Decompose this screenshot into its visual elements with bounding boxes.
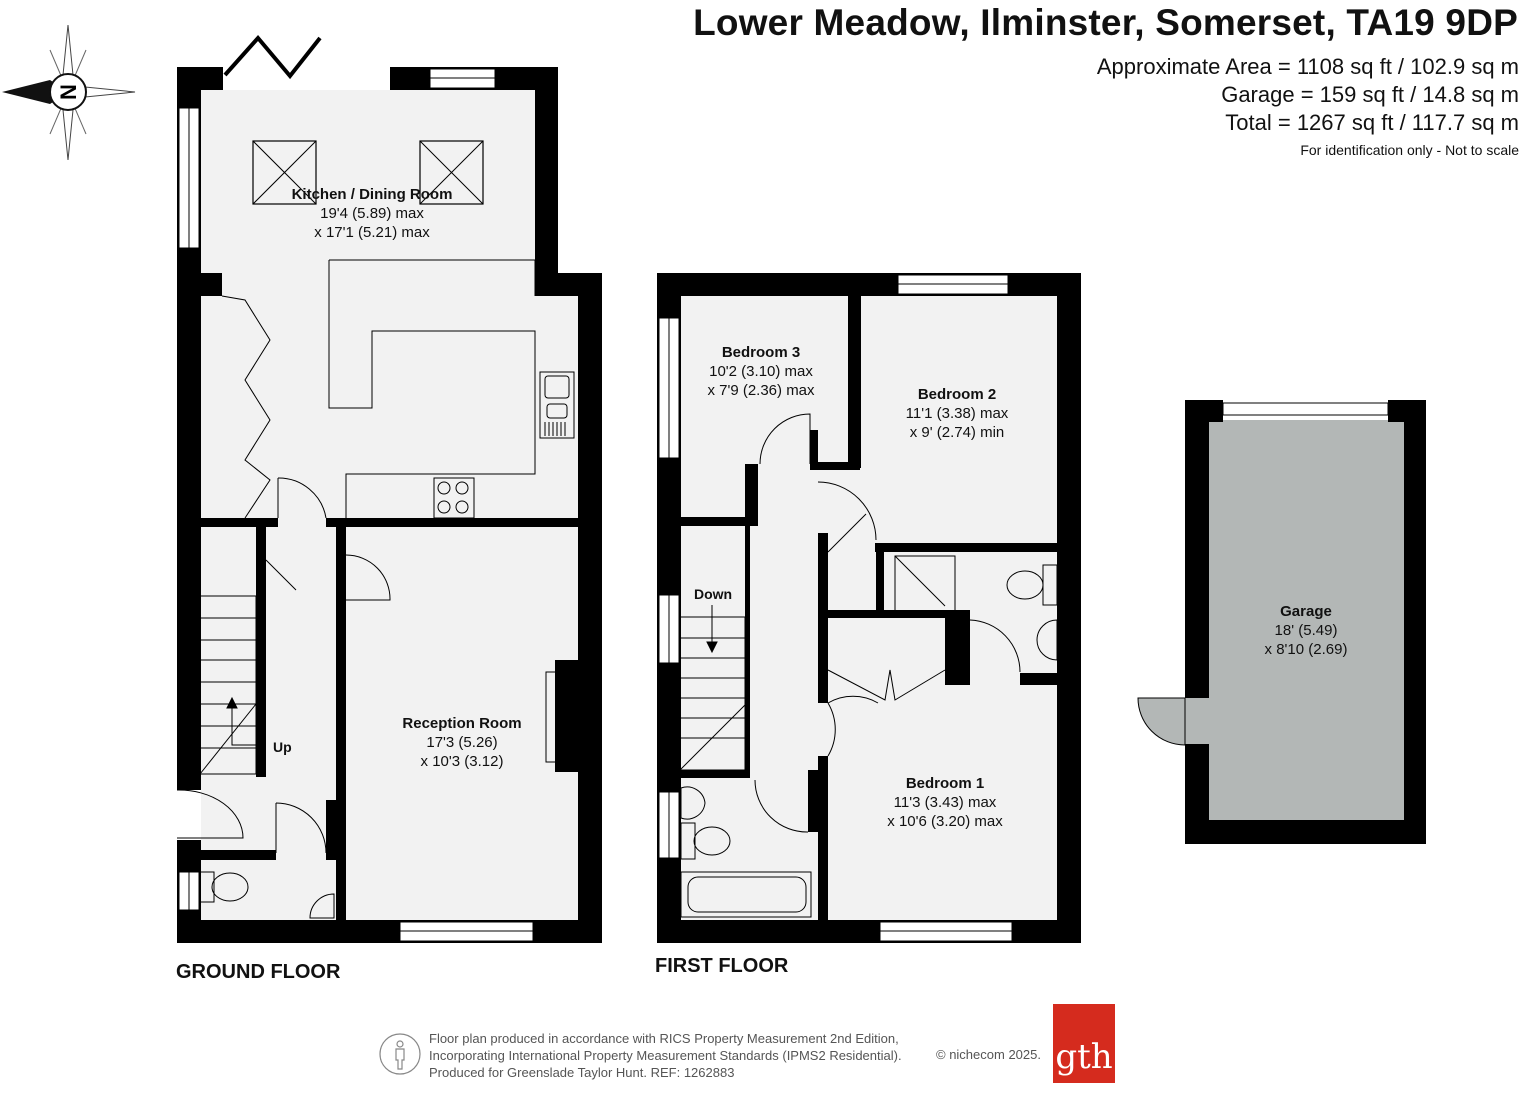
page-title: Lower Meadow, Ilminster, Somerset, TA19 … <box>693 2 1518 43</box>
room-dimension: 11'1 (3.38) max <box>905 405 1009 422</box>
footer-notes: Floor plan produced in accordance with R… <box>429 1030 902 1081</box>
stairs-down-label: Down <box>694 586 733 602</box>
room-dimension: x 10'6 (3.20) max <box>887 813 1003 830</box>
ground-floor-label: GROUND FLOOR <box>176 961 341 983</box>
room-dimension: x 7'9 (2.36) max <box>707 382 815 399</box>
compass-north-letter: N <box>56 84 81 100</box>
room-dimension: x 8'10 (2.69) <box>1264 641 1348 658</box>
room-reception: Reception Room 17'3 (5.26) x 10'3 (3.12) <box>372 714 552 771</box>
footer-line: Produced for Greenslade Taylor Hunt. REF… <box>429 1065 735 1080</box>
person-icon <box>379 1033 421 1075</box>
room-dimension: x 9' (2.74) min <box>909 424 1005 441</box>
room-dimension: x 10'3 (3.12) <box>420 753 504 770</box>
room-name: Garage <box>1280 603 1332 620</box>
room-dimension: 10'2 (3.10) max <box>709 363 813 380</box>
room-bedroom-2: Bedroom 2 11'1 (3.38) max x 9' (2.74) mi… <box>882 385 1032 442</box>
room-dimension: 11'3 (3.43) max <box>893 794 997 811</box>
room-name: Kitchen / Dining Room <box>291 186 453 203</box>
gth-logo: gth <box>1053 1004 1115 1083</box>
room-name: Bedroom 3 <box>721 344 801 361</box>
logo-text: gth <box>1055 1037 1113 1077</box>
compass-rose-icon: N <box>2 24 136 161</box>
room-garage: Garage 18' (5.49) x 8'10 (2.69) <box>1236 602 1376 659</box>
room-dimension: 19'4 (5.89) max <box>320 205 424 222</box>
room-kitchen-dining: Kitchen / Dining Room 19'4 (5.89) max x … <box>262 185 482 242</box>
copyright-notice: © nichecom 2025. <box>936 1047 1041 1062</box>
approximate-area: Approximate Area = 1108 sq ft / 102.9 sq… <box>1096 54 1519 79</box>
room-dimension: 18' (5.49) <box>1274 622 1338 639</box>
garage-area: Garage = 159 sq ft / 14.8 sq m <box>1221 82 1519 107</box>
garage-plan <box>1137 400 1426 844</box>
room-dimension: x 17'1 (5.21) max <box>314 224 430 241</box>
room-dimension: 17'3 (5.26) <box>426 734 498 751</box>
room-bedroom-1: Bedroom 1 11'3 (3.43) max x 10'6 (3.20) … <box>870 774 1020 831</box>
footer-line: Floor plan produced in accordance with R… <box>429 1031 899 1046</box>
ground-floor-plan <box>176 34 602 943</box>
total-area: Total = 1267 sq ft / 117.7 sq m <box>1225 110 1519 135</box>
footer-line: Incorporating International Property Mea… <box>429 1048 902 1063</box>
stairs-up-label: Up <box>273 739 292 755</box>
first-floor-label: FIRST FLOOR <box>655 955 789 977</box>
room-name: Bedroom 2 <box>917 386 997 403</box>
room-name: Bedroom 1 <box>905 775 985 792</box>
first-floor-plan <box>657 273 1081 943</box>
scale-disclaimer: For identification only - Not to scale <box>1300 142 1519 158</box>
room-name: Reception Room <box>402 715 522 732</box>
room-bedroom-3: Bedroom 3 10'2 (3.10) max x 7'9 (2.36) m… <box>686 343 836 400</box>
